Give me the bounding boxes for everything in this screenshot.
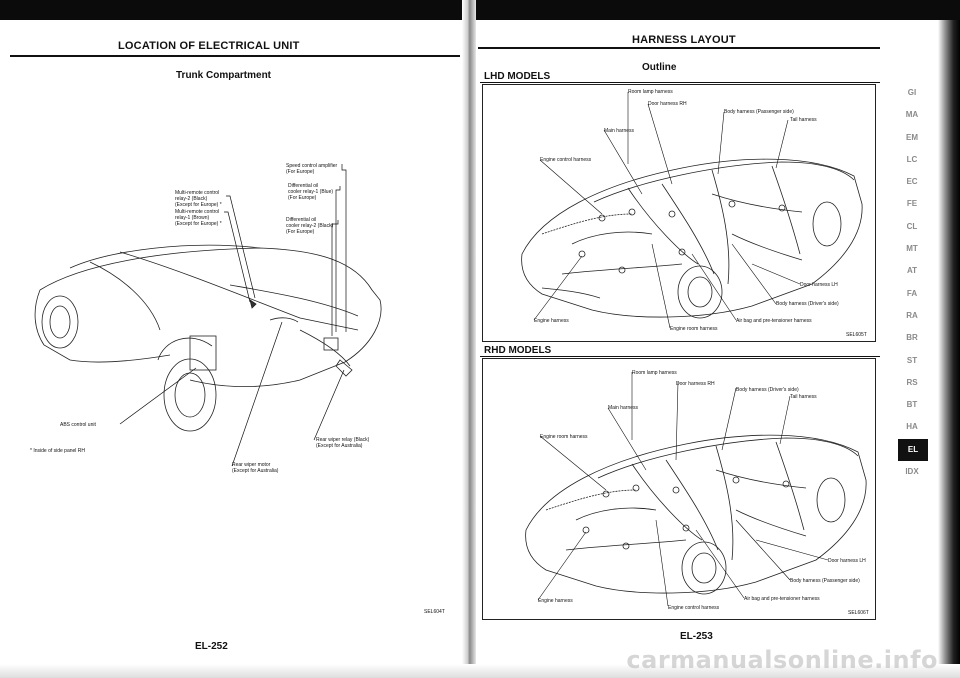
lhd-rule [480, 82, 880, 83]
section-tab-gi: GI [907, 88, 917, 97]
rhd-label-door-lh: Door harness LH [828, 558, 866, 564]
watermark-text: carmanualsonline.info [626, 646, 938, 674]
lhd-figure-code: SEL605T [846, 332, 867, 338]
left-page-title: LOCATION OF ELECTRICAL UNIT [118, 40, 300, 52]
section-tab-bt: BT [906, 400, 918, 410]
lhd-heading: LHD MODELS [484, 71, 551, 82]
lhd-label-engine-control: Engine control harness [540, 157, 592, 163]
rhd-label-room-lamp: Room lamp harness [632, 370, 677, 376]
lhd-label-airbag: Air bag and pre-tensioner harness [736, 318, 812, 324]
section-tab-ec: EC [906, 177, 918, 187]
right-page-number: EL-253 [680, 631, 713, 642]
page-binding-shadow [462, 0, 476, 678]
rhd-label-engine-room: Engine room harness [540, 434, 588, 440]
rhd-figure-code: SEL606T [848, 610, 869, 616]
section-tab-el: EL [898, 438, 928, 462]
rhd-car-harness-illustration [525, 372, 867, 607]
left-figure-code: SEL604T [424, 609, 445, 615]
scan-top-border [0, 0, 960, 20]
lhd-diagram-frame [482, 84, 876, 342]
rhd-label-door-rh: Door harness RH [676, 381, 715, 387]
trunk-car-illustration [34, 164, 382, 467]
lhd-label-body-driver: Body harness (Driver's side) [776, 301, 839, 307]
rhd-label-airbag: Air bag and pre-tensioner harness [744, 596, 820, 602]
section-tab-cl: CL [906, 221, 918, 231]
label-multi-remote-relay-1: Multi-remote control relay-1 (Brown) (Ex… [175, 209, 222, 227]
label-abs-control-unit: ABS control unit [60, 422, 96, 428]
lhd-label-engine: Engine harness [534, 318, 569, 324]
section-tab-ha: HA [906, 422, 918, 432]
section-tab-rs: RS [906, 377, 918, 387]
outline-heading: Outline [642, 62, 677, 73]
lhd-label-engine-room: Engine room harness [670, 326, 718, 332]
scan-bottom-edge [0, 664, 960, 678]
section-tab-mt: MT [906, 244, 918, 254]
section-tab-idx: IDX [905, 467, 919, 477]
section-tabs: GI MA EM LC EC FE CL MT AT FA RA BR ST RS BT HA EL IDX [892, 82, 932, 483]
left-title-rule [10, 55, 460, 57]
lhd-label-room-lamp: Room lamp harness [628, 89, 673, 95]
label-rear-wiper-relay: Rear wiper relay (Black) (Except for Aus… [316, 437, 370, 449]
rhd-label-engine-control: Engine control harness [668, 605, 720, 611]
footnote-side-panel: * Inside of side panel RH [30, 448, 86, 454]
section-tab-lc: LC [906, 154, 918, 164]
rhd-label-tail: Tail harness [790, 394, 817, 400]
section-tab-em: EM [906, 132, 918, 142]
label-rear-wiper-motor: Rear wiper motor (Except for Australia) [232, 462, 279, 474]
rhd-heading: RHD MODELS [484, 345, 552, 356]
section-tab-at: AT [906, 266, 918, 276]
section-tab-fe: FE [906, 199, 918, 209]
section-tab-ra: RA [906, 310, 918, 320]
section-tab-ma: MA [905, 110, 919, 120]
rhd-label-body-driver: Body harness (Driver's side) [736, 387, 799, 393]
label-diff-relay-2: Differential oil cooler relay-2 (Black) … [286, 217, 334, 235]
label-multi-remote-relay-2: Multi-remote control relay-2 (Black) (Ex… [175, 190, 222, 208]
lhd-label-door-lh: Door harness LH [800, 282, 838, 288]
rhd-diagram-frame [482, 358, 876, 620]
section-tab-fa: FA [906, 288, 918, 298]
section-tab-st: ST [906, 355, 918, 365]
label-speed-amplifier: Speed control amplifier (For Europe) [286, 163, 338, 175]
lhd-label-body-passenger: Body harness (Passenger side) [724, 109, 794, 115]
lhd-car-harness-illustration [521, 92, 863, 329]
rhd-label-engine: Engine harness [538, 598, 573, 604]
lhd-label-main: Main harness [604, 128, 635, 134]
rhd-label-body-passenger: Body harness (Passenger side) [790, 578, 860, 584]
right-page-title: HARNESS LAYOUT [632, 34, 736, 46]
lhd-label-door-rh: Door harness RH [648, 101, 687, 107]
section-tab-br: BR [906, 333, 918, 343]
left-page-number: EL-252 [195, 641, 228, 652]
rhd-rule [480, 356, 880, 357]
lhd-label-tail: Tail harness [790, 117, 817, 123]
rhd-label-main: Main harness [608, 405, 639, 411]
scan-right-edge [938, 20, 960, 678]
right-title-rule [478, 47, 880, 49]
trunk-compartment-heading: Trunk Compartment [176, 70, 272, 81]
label-diff-relay-1: Differential oil cooler relay-1 (Blue) (… [288, 183, 334, 201]
